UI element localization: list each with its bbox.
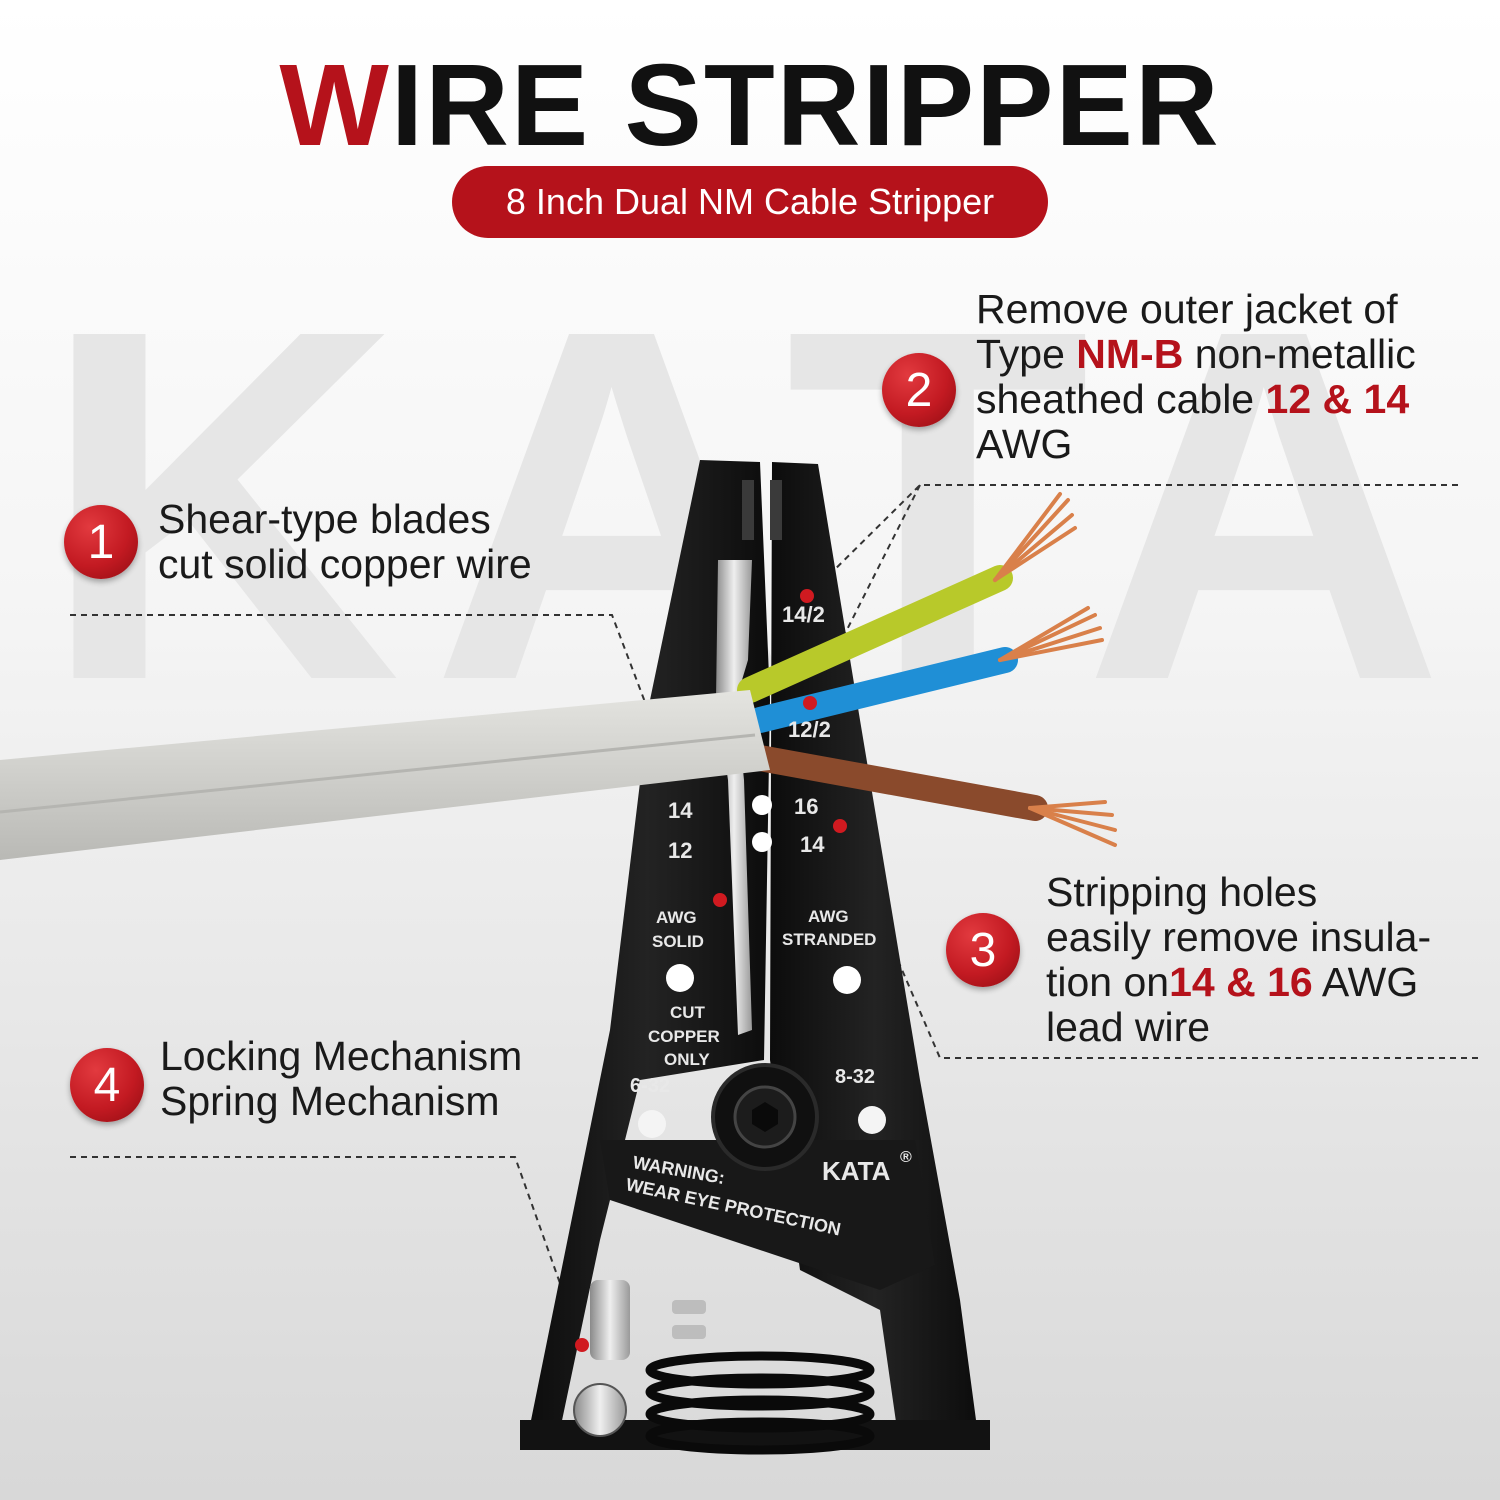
callout-3-line-4: lead wire [1046, 1004, 1211, 1050]
callout-4-line-2: Spring Mechanism [160, 1078, 500, 1124]
callout-3-highlight-gauge: 14 & 16 [1169, 959, 1313, 1005]
callout-3-line-3: tion on14 & 16 AWG [1046, 959, 1419, 1005]
spring [645, 1351, 875, 1455]
label-solid-14: 14 [668, 798, 693, 823]
label-awg-left: AWG [656, 908, 697, 927]
leader-line-2a [807, 484, 1458, 597]
label-screw-right: 8-32 [835, 1066, 875, 1088]
wires [737, 492, 1117, 847]
registered-mark: ® [900, 1149, 912, 1166]
leader-line-4 [70, 1156, 583, 1346]
callout-3-line-1: Stripping holes [1046, 869, 1318, 915]
callout-2-text: Remove outer jacket of Type NM-B non-met… [976, 287, 1416, 467]
callout-1-text: Shear-type blades cut solid copper wire [158, 497, 532, 587]
callout-4-text: Locking Mechanism Spring Mechanism [160, 1034, 522, 1124]
callout-2-highlight-nmb: NM-B [1076, 331, 1184, 377]
wire-blue [747, 647, 1018, 733]
wire-yellow-green [737, 565, 1013, 703]
nm-cable-jacket [0, 690, 770, 860]
shear-blade-gap [716, 560, 752, 1035]
label-stranded-14: 14 [800, 832, 825, 857]
callout-1-badge: 1 [64, 505, 138, 579]
label-12-2: 12/2 [788, 717, 831, 742]
leader-line-1 [70, 614, 721, 901]
callout-3-badge: 3 [946, 913, 1020, 987]
red-markers [575, 589, 847, 1352]
pivot-bolt [711, 1063, 819, 1171]
label-solid: SOLID [652, 932, 704, 951]
copper-strands [993, 492, 1117, 847]
label-awg-right: AWG [808, 907, 849, 926]
callout-3-line-2: easily remove insula- [1046, 914, 1432, 960]
label-stranded-16: 16 [794, 794, 818, 819]
brand-logo: KATA [822, 1156, 891, 1186]
label-stranded: STRANDED [782, 930, 876, 949]
callout-2-badge: 2 [882, 353, 956, 427]
title-accent-letter: W [279, 40, 391, 170]
subtitle-text: 8 Inch Dual NM Cable Stripper [505, 181, 995, 222]
jaw-detail [742, 480, 782, 540]
callout-2-highlight-gauge: 12 & 14 [1265, 376, 1410, 422]
page-title: WIRE STRIPPER [0, 38, 1500, 172]
callout-1-line-1: Shear-type blades [158, 496, 491, 542]
stripping-holes [666, 795, 861, 994]
callout-2-line-3: sheathed cable 12 & 14 [976, 376, 1410, 422]
callout-3-text: Stripping holes easily remove insula- ti… [1046, 870, 1431, 1050]
screw-holes [638, 1106, 886, 1138]
label-14-2: 14/2 [782, 602, 825, 627]
callout-2-line-1: Remove outer jacket of [976, 286, 1398, 332]
label-screw-left: 6-32 [630, 1075, 670, 1097]
lock-mechanism [573, 1280, 706, 1437]
label-cut: CUT [670, 1003, 706, 1022]
callout-2-line-2: Type NM-B non-metallic [976, 331, 1416, 377]
subtitle-pill: 8 Inch Dual NM Cable Stripper [452, 166, 1048, 238]
wire-brown [747, 745, 1048, 821]
callout-4-badge: 4 [70, 1048, 144, 1122]
callout-2-line-4: AWG [976, 421, 1073, 467]
callout-4-line-1: Locking Mechanism [160, 1033, 523, 1079]
label-copper: COPPER [648, 1027, 720, 1046]
title-rest: IRE STRIPPER [390, 40, 1221, 170]
callout-1-line-2: cut solid copper wire [158, 541, 532, 587]
label-only: ONLY [664, 1050, 710, 1069]
label-solid-12: 12 [668, 838, 692, 863]
